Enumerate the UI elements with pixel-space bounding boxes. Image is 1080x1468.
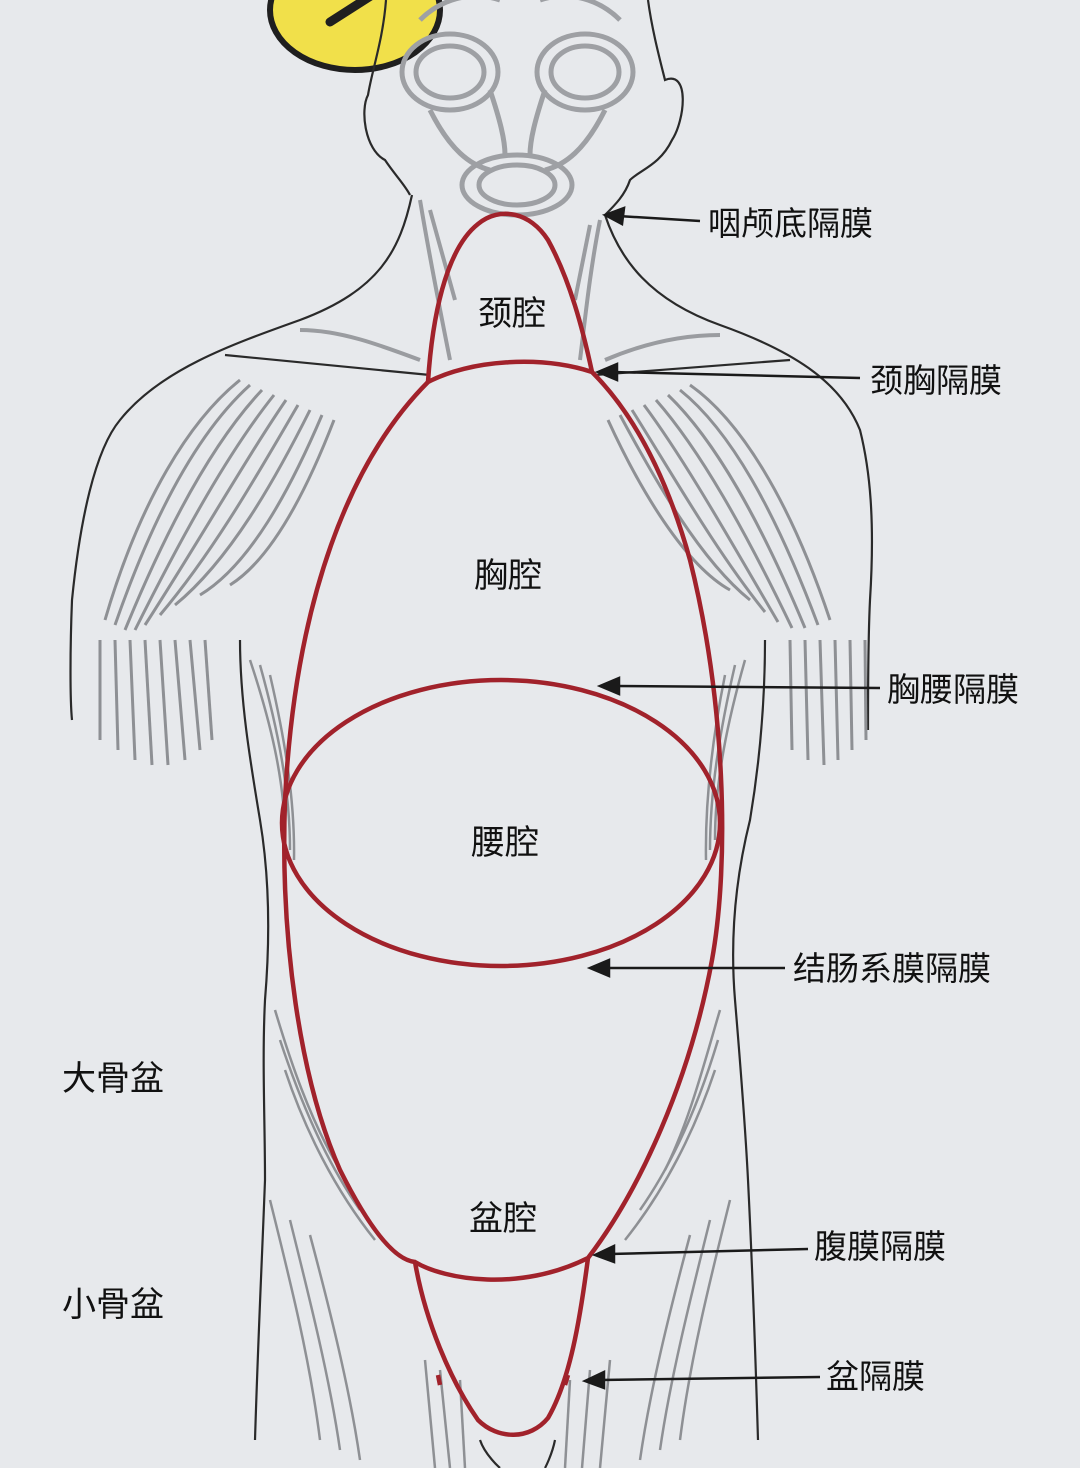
cervicothoracic-diaphragm-label: 颈胸隔膜 [870,361,1002,400]
neck-muscles [299,199,721,362]
left-arm-muscles [98,378,336,766]
thoracolumbar-diaphragm-label: 胸腰隔膜 [887,670,1019,709]
arrow-thoracolumbar [596,676,881,696]
pelvic-cavity-label: 盆腔 [469,1199,537,1239]
arrow-cervicothoracic [594,362,861,382]
neck-cavity-outline [425,211,595,383]
trunk-cavity-outline [281,359,725,1282]
pelvic-floor-diaphragm-label: 盆隔膜 [826,1357,925,1396]
chest-cavity-label: 胸腔 [474,556,542,596]
pelvic-cavity-outline [412,1257,591,1437]
arrow-mesocolic [586,958,785,978]
peritoneal-diaphragm-label: 腹膜隔膜 [814,1227,946,1266]
arrow-pharyngobasilar [601,206,701,226]
right-arm-muscles [606,383,868,766]
arrow-peritoneal [591,1244,809,1264]
pointer-arrows [581,206,881,1390]
torso-muscles [248,659,747,1468]
lesser-pelvis-label: 小骨盆 [62,1285,164,1325]
membrane-outlines [279,211,725,1437]
pharyngobasilar-diaphragm-label: 咽颅底隔膜 [708,204,873,243]
arrow-pelvic-floor [581,1370,821,1390]
mesocolic-diaphragm-label: 结肠系膜隔膜 [793,949,991,988]
waist-cavity-label: 腰腔 [471,823,539,863]
head-outline [363,0,684,216]
neck-cavity-label: 颈腔 [478,294,546,334]
emoji-face-icon [267,0,443,73]
waist-cavity-outline [279,677,723,969]
greater-pelvis-label: 大骨盆 [62,1059,164,1099]
